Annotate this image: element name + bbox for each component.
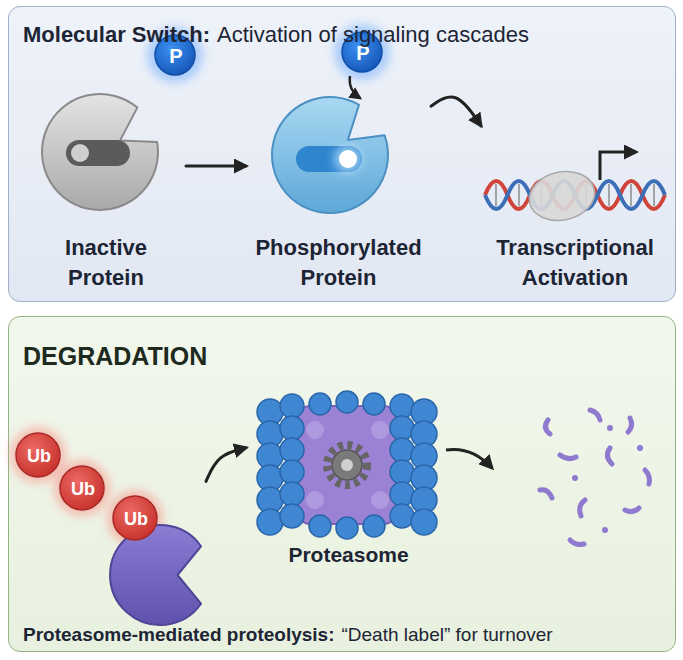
signaling-panel: PInactive Protein PPhosphorylated Protein… <box>8 6 676 302</box>
component-label: Proteasome <box>288 541 408 569</box>
text-line: Ub <box>17 444 61 468</box>
text-line: DEGRADATION <box>23 340 443 372</box>
panel-subheading: Activation of signaling cascades <box>217 21 529 49</box>
degradation-panel: UbUbUbProteasomeDEGRADATIONProteasome-me… <box>8 316 676 652</box>
text-line: Ub <box>61 477 105 501</box>
text-line: Molecular Switch:Activation of signaling… <box>23 21 673 49</box>
text-line: Inactive Protein <box>26 233 186 293</box>
footer-note: “Death label” for turnover <box>341 623 552 647</box>
text-line: Transcriptional Activation <box>481 233 669 293</box>
ubiquitin-label: Ub <box>124 507 148 531</box>
text-line: Phosphorylated Protein <box>246 233 431 293</box>
transcription-node: Transcriptional Activation <box>481 111 669 296</box>
protein-node: PPhosphorylated Protein <box>246 36 431 296</box>
ubiquitin-label: Ub <box>27 444 51 468</box>
ubiquitin-label: Ub <box>71 477 95 501</box>
ubiquitinated-protein-node: UbUbUb <box>13 429 206 623</box>
panel-heading: DEGRADATION <box>23 340 207 372</box>
process-label: Transcriptional Activation <box>481 233 669 293</box>
protein-label: Inactive Protein <box>26 233 186 293</box>
text-line: Proteasome <box>246 541 451 569</box>
text-line: Proteasome-mediated proteolysis: “Death l… <box>23 623 673 647</box>
panel-heading: Molecular Switch: <box>23 21 210 49</box>
protein-node: PInactive Protein <box>26 36 186 296</box>
proteasome-node: Proteasome <box>246 396 451 581</box>
text-line: Ub <box>114 507 158 531</box>
footer-note-heading: Proteasome-mediated proteolysis: <box>23 623 334 647</box>
protein-label: Phosphorylated Protein <box>246 233 431 293</box>
